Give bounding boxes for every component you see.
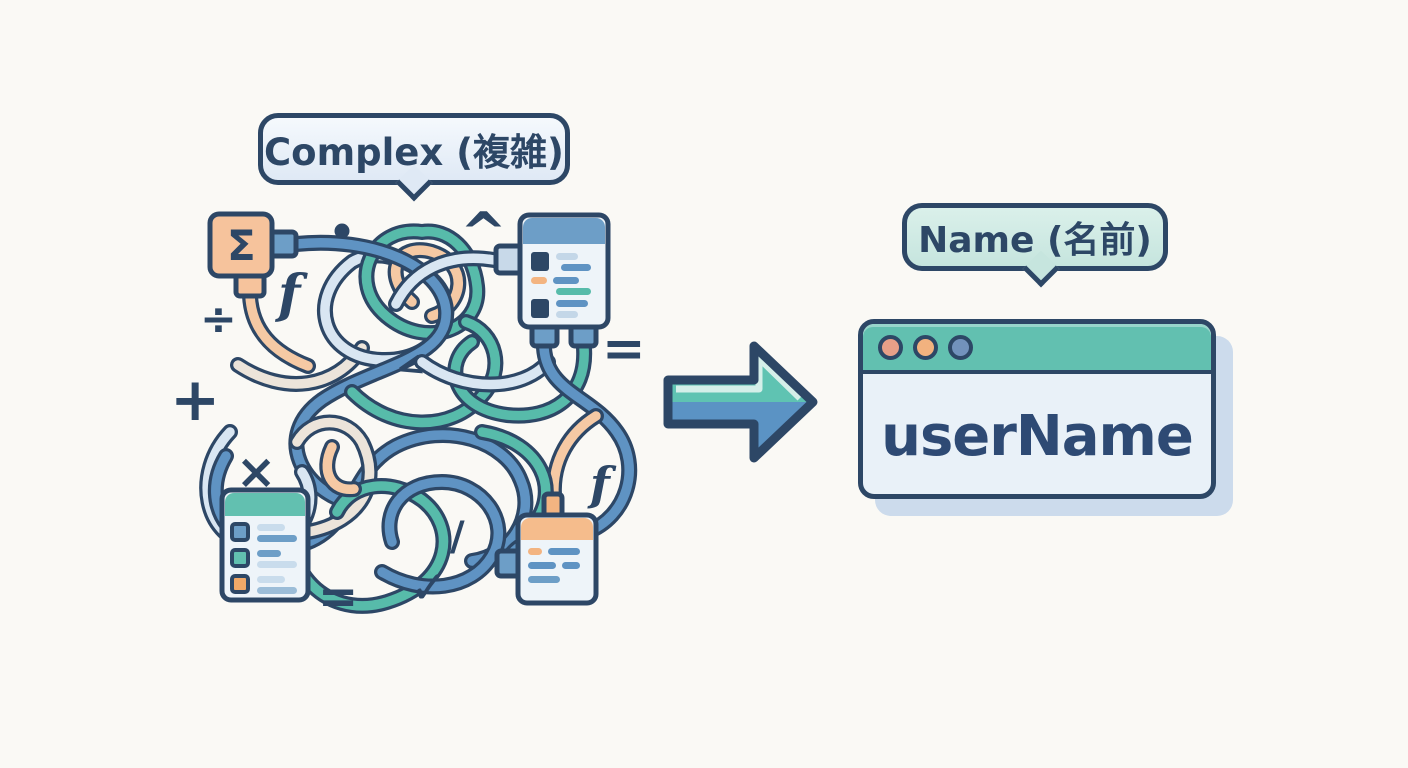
window-button-maximize-icon xyxy=(948,334,973,360)
code-panel-bottom-right xyxy=(494,491,599,606)
wire-segment xyxy=(549,411,601,501)
variable-name-text: userName xyxy=(881,404,1194,469)
wire-segment xyxy=(291,238,451,509)
code-line xyxy=(561,264,591,271)
code-line xyxy=(531,277,547,284)
panel-header xyxy=(523,218,605,244)
wire-segment xyxy=(377,477,503,592)
dot-symbol xyxy=(334,223,350,239)
code-line xyxy=(548,548,580,555)
wire-segment xyxy=(390,245,463,321)
code-line xyxy=(528,548,542,555)
window-button-minimize-icon xyxy=(913,334,938,360)
tangled-wires-illustration: Σ xyxy=(170,201,646,625)
equals-symbol: = xyxy=(602,319,646,379)
arrow-body-bottom xyxy=(668,402,813,458)
code-line xyxy=(556,253,578,260)
wire-segment xyxy=(417,357,553,390)
wire-segment xyxy=(450,337,589,421)
divide-symbol: ÷ xyxy=(200,294,237,345)
code-line xyxy=(528,576,560,583)
check-symbol: ✓ xyxy=(410,560,449,614)
list-line xyxy=(257,524,285,531)
name-speech-bubble: Name (名前) xyxy=(902,203,1168,288)
window-button-close-icon xyxy=(878,334,903,360)
panel-header xyxy=(521,518,593,540)
slash-symbol: / xyxy=(450,514,465,560)
window-titlebar xyxy=(863,324,1211,374)
wire-segment xyxy=(245,291,313,371)
sigma-symbol: Σ xyxy=(227,221,256,270)
panel-header xyxy=(225,493,305,516)
code-panel-top-right xyxy=(493,212,611,349)
name-bubble-label: Name (名前) xyxy=(918,220,1152,261)
list-line xyxy=(257,561,297,568)
transform-arrow xyxy=(663,341,818,463)
caret-symbol: ^ xyxy=(460,201,507,266)
checkbox xyxy=(230,548,250,568)
wire-segment xyxy=(322,442,359,494)
code-line xyxy=(556,288,591,295)
equals-symbol: = xyxy=(318,569,358,625)
list-line xyxy=(257,576,285,583)
window-content: userName xyxy=(863,374,1211,494)
code-block xyxy=(531,299,549,318)
browser-window: userName xyxy=(858,319,1216,499)
list-line xyxy=(257,587,297,594)
checkbox xyxy=(230,574,250,594)
wire-segment xyxy=(292,417,375,537)
code-line xyxy=(556,300,588,307)
function-symbol: f xyxy=(274,264,308,325)
code-block xyxy=(531,252,549,271)
complex-speech-bubble: Complex (複雑) xyxy=(258,113,570,202)
list-line xyxy=(257,550,281,557)
code-line xyxy=(562,562,580,569)
code-line xyxy=(556,311,578,318)
code-line xyxy=(553,277,579,284)
wire-segment xyxy=(347,317,501,428)
panel-body xyxy=(219,487,311,603)
checklist-panel xyxy=(219,487,311,603)
code-line xyxy=(528,562,556,569)
arrow-highlight xyxy=(676,354,803,401)
list-line xyxy=(257,535,297,542)
sigma-box: Σ xyxy=(207,211,299,299)
arrow-outline xyxy=(663,341,818,463)
wire-segment xyxy=(391,253,499,309)
sigma-box-body xyxy=(207,211,275,279)
multiply-symbol: × xyxy=(236,444,276,500)
checkbox xyxy=(230,522,250,542)
plus-symbol: + xyxy=(170,365,220,435)
